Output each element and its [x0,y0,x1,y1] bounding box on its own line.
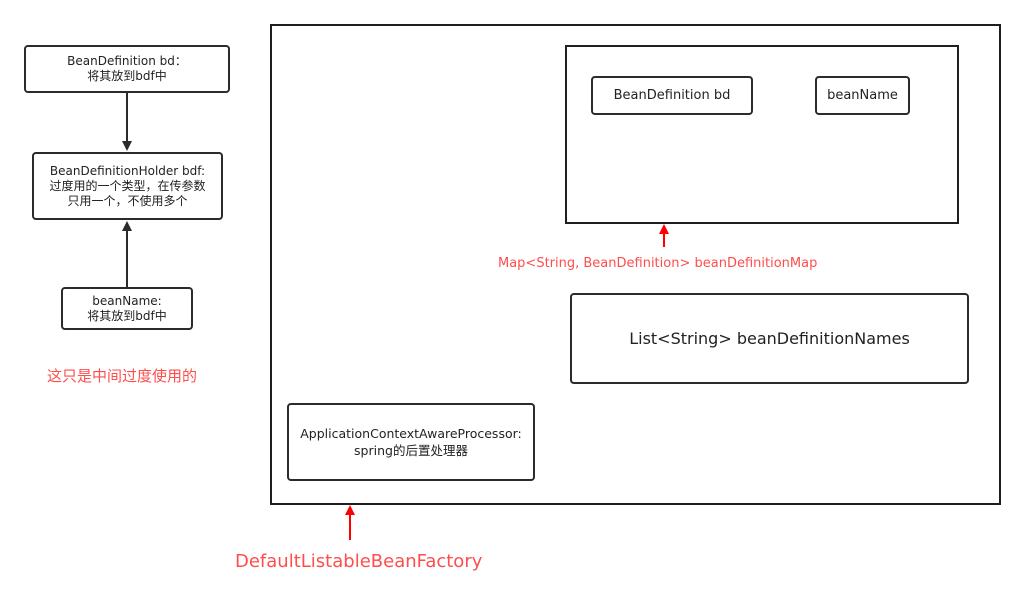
intermediate-note: 这只是中间过度使用的 [47,367,198,385]
application-context-aware-processor-box: ApplicationContextAwareProcessor: spring… [287,403,535,481]
bean-definition-map-label: Map<String, BeanDefinition> beanDefiniti… [498,256,818,271]
bean-definition-names-label: List<String> beanDefinitionNames [629,329,910,348]
bean-name-title: beanName: [92,293,162,308]
map-entry-value: BeanDefinition bd [613,88,731,103]
map-entry-key-box: beanName [815,76,910,115]
holder-desc-line-2: 只用一个，不使用多个 [67,193,188,208]
bean-definition-title: BeanDefinition bd： [67,54,187,68]
bean-definition-holder-box: BeanDefinitionHolder bdf: 过度用的一个类型，在传参数 … [32,152,223,220]
bean-definition-map-frame [565,45,959,224]
processor-desc: spring的后置处理器 [354,443,468,458]
bean-name-box: beanName: 将其放到bdf中 [61,287,193,330]
map-entry-value-box: BeanDefinition bd [591,76,753,115]
default-listable-bean-factory-label: DefaultListableBeanFactory [235,551,483,572]
map-entry-key: beanName [827,88,898,103]
bean-definition-box: BeanDefinition bd： 将其放到bdf中 [24,45,230,93]
default-listable-bean-factory-frame [270,24,1001,505]
bean-name-desc: 将其放到bdf中 [87,308,167,323]
holder-desc-line-1: 过度用的一个类型，在传参数 [49,178,206,193]
bean-definition-desc: 将其放到bdf中 [87,69,167,83]
holder-title: BeanDefinitionHolder bdf: [49,163,206,178]
bean-definition-names-box: List<String> beanDefinitionNames [570,293,969,384]
processor-title: ApplicationContextAwareProcessor: [300,426,522,441]
